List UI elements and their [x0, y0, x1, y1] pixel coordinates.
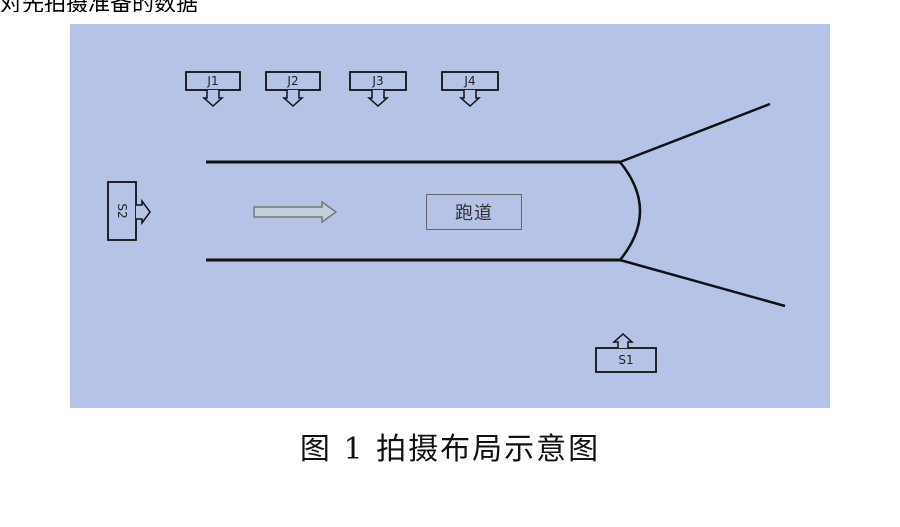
- camera-j4-label: J4: [464, 74, 476, 88]
- camera-j2-label: J2: [287, 74, 299, 88]
- runway-label: 跑道: [426, 194, 522, 230]
- camera-s1-label: S1: [618, 353, 634, 367]
- diverging-line-top: [619, 102, 771, 164]
- camera-j1-label: J1: [207, 74, 219, 88]
- camera-j3-label: J3: [372, 74, 384, 88]
- cropped-text-line: 对先拍摄准备的数据: [0, 0, 420, 12]
- camera-s2-label: S2: [115, 203, 129, 219]
- camera-s1-box: [595, 332, 657, 373]
- camera-j3-box: [349, 71, 407, 108]
- camera-j2-box: [265, 71, 321, 108]
- camera-j4-box: [441, 71, 499, 108]
- figure-caption: 图 1 拍摄布局示意图: [299, 432, 601, 467]
- camera-j1-box: [185, 71, 241, 108]
- camera-s2-box: [107, 181, 151, 241]
- diverging-line-bottom: [619, 258, 786, 308]
- direction-arrow-icon: [253, 200, 338, 224]
- layout-diagram: J1 J2 J3 J4 S2 S1 跑道: [70, 24, 830, 408]
- diagram-drawing: [107, 71, 786, 373]
- runway-end-arc: [619, 161, 642, 261]
